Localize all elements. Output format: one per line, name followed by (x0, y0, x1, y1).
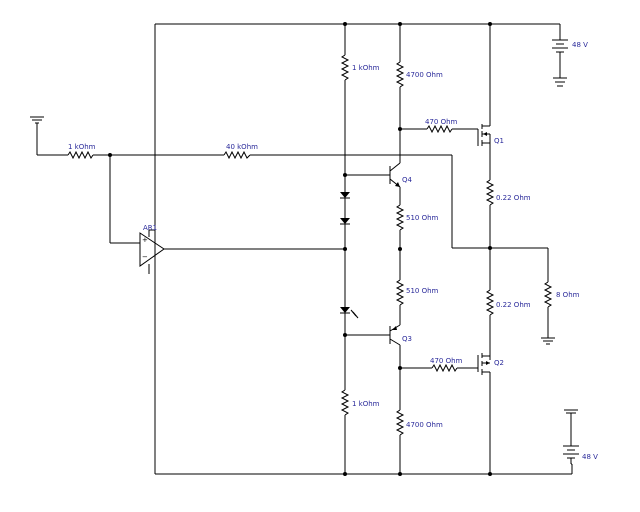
q4-collector-resistor-label: 4700 Ohm (406, 71, 443, 79)
q1-mosfet (477, 24, 491, 180)
opamp-label: AR1 (143, 224, 157, 232)
supply-bottom-label: 48 V (582, 453, 598, 461)
bottom-bias-resistor-label: 1 kOhm (352, 400, 380, 408)
top-bias-resistor-label: 1 kOhm (352, 64, 380, 72)
q3-transistor (345, 324, 401, 410)
feedback-resistor (110, 150, 453, 248)
supply-top-label: 48 V (572, 41, 588, 49)
q2-mosfet (477, 353, 491, 474)
q3-emitter-resistor-label: 510 Ohm (406, 287, 439, 295)
q1-source-resistor (485, 179, 495, 290)
q2-gate-resistor-label: 470 Ohm (430, 357, 463, 365)
q2-gate-resistor (400, 363, 478, 373)
q2-label: Q2 (494, 359, 504, 367)
opamp: + − (109, 155, 345, 274)
bottom-rail (155, 464, 573, 475)
load-resistor-label: 8 Ohm (556, 291, 580, 299)
bottom-bias-resistor (340, 389, 350, 474)
q4-collector-resistor (395, 24, 405, 163)
q2-source-resistor-label: 0.22 Ohm (496, 301, 531, 309)
top-supply-battery (552, 36, 568, 87)
top-rail (155, 23, 561, 36)
bias-diode-2 (340, 218, 350, 307)
q1-label: Q1 (494, 137, 504, 145)
svg-text:−: − (142, 253, 148, 261)
junction-dot (398, 472, 402, 476)
q3-collector-resistor-label: 4700 Ohm (406, 421, 443, 429)
junction-dot (343, 247, 347, 251)
svg-text:+: + (142, 236, 148, 244)
q4-label: Q4 (402, 176, 413, 184)
load-ground (541, 337, 555, 345)
top-bias-resistor (340, 24, 350, 175)
q4-emitter-resistor-label: 510 Ohm (406, 214, 439, 222)
q1-gate-resistor-label: 470 Ohm (425, 118, 458, 126)
bias-led (340, 307, 359, 390)
load-resistor (452, 247, 553, 338)
input-ground (30, 116, 68, 156)
feedback-resistor-label: 40 kOhm (226, 143, 258, 151)
q4-transistor (345, 162, 401, 205)
bias-diode-1 (340, 175, 350, 218)
input-resistor-label: 1 kOhm (68, 143, 96, 151)
q2-source-resistor (485, 289, 495, 360)
junction-dot (343, 472, 347, 476)
junction-dot (398, 247, 402, 251)
q4-emitter-resistor (395, 204, 405, 280)
junction-dot (488, 472, 492, 476)
bottom-supply-battery (563, 409, 579, 465)
input-resistor (67, 150, 110, 160)
q1-source-resistor-label: 0.22 Ohm (496, 194, 531, 202)
q1-gate-resistor (400, 124, 478, 134)
q3-emitter-resistor (395, 279, 405, 325)
q3-collector-resistor (395, 409, 405, 474)
q3-label: Q3 (402, 335, 412, 343)
